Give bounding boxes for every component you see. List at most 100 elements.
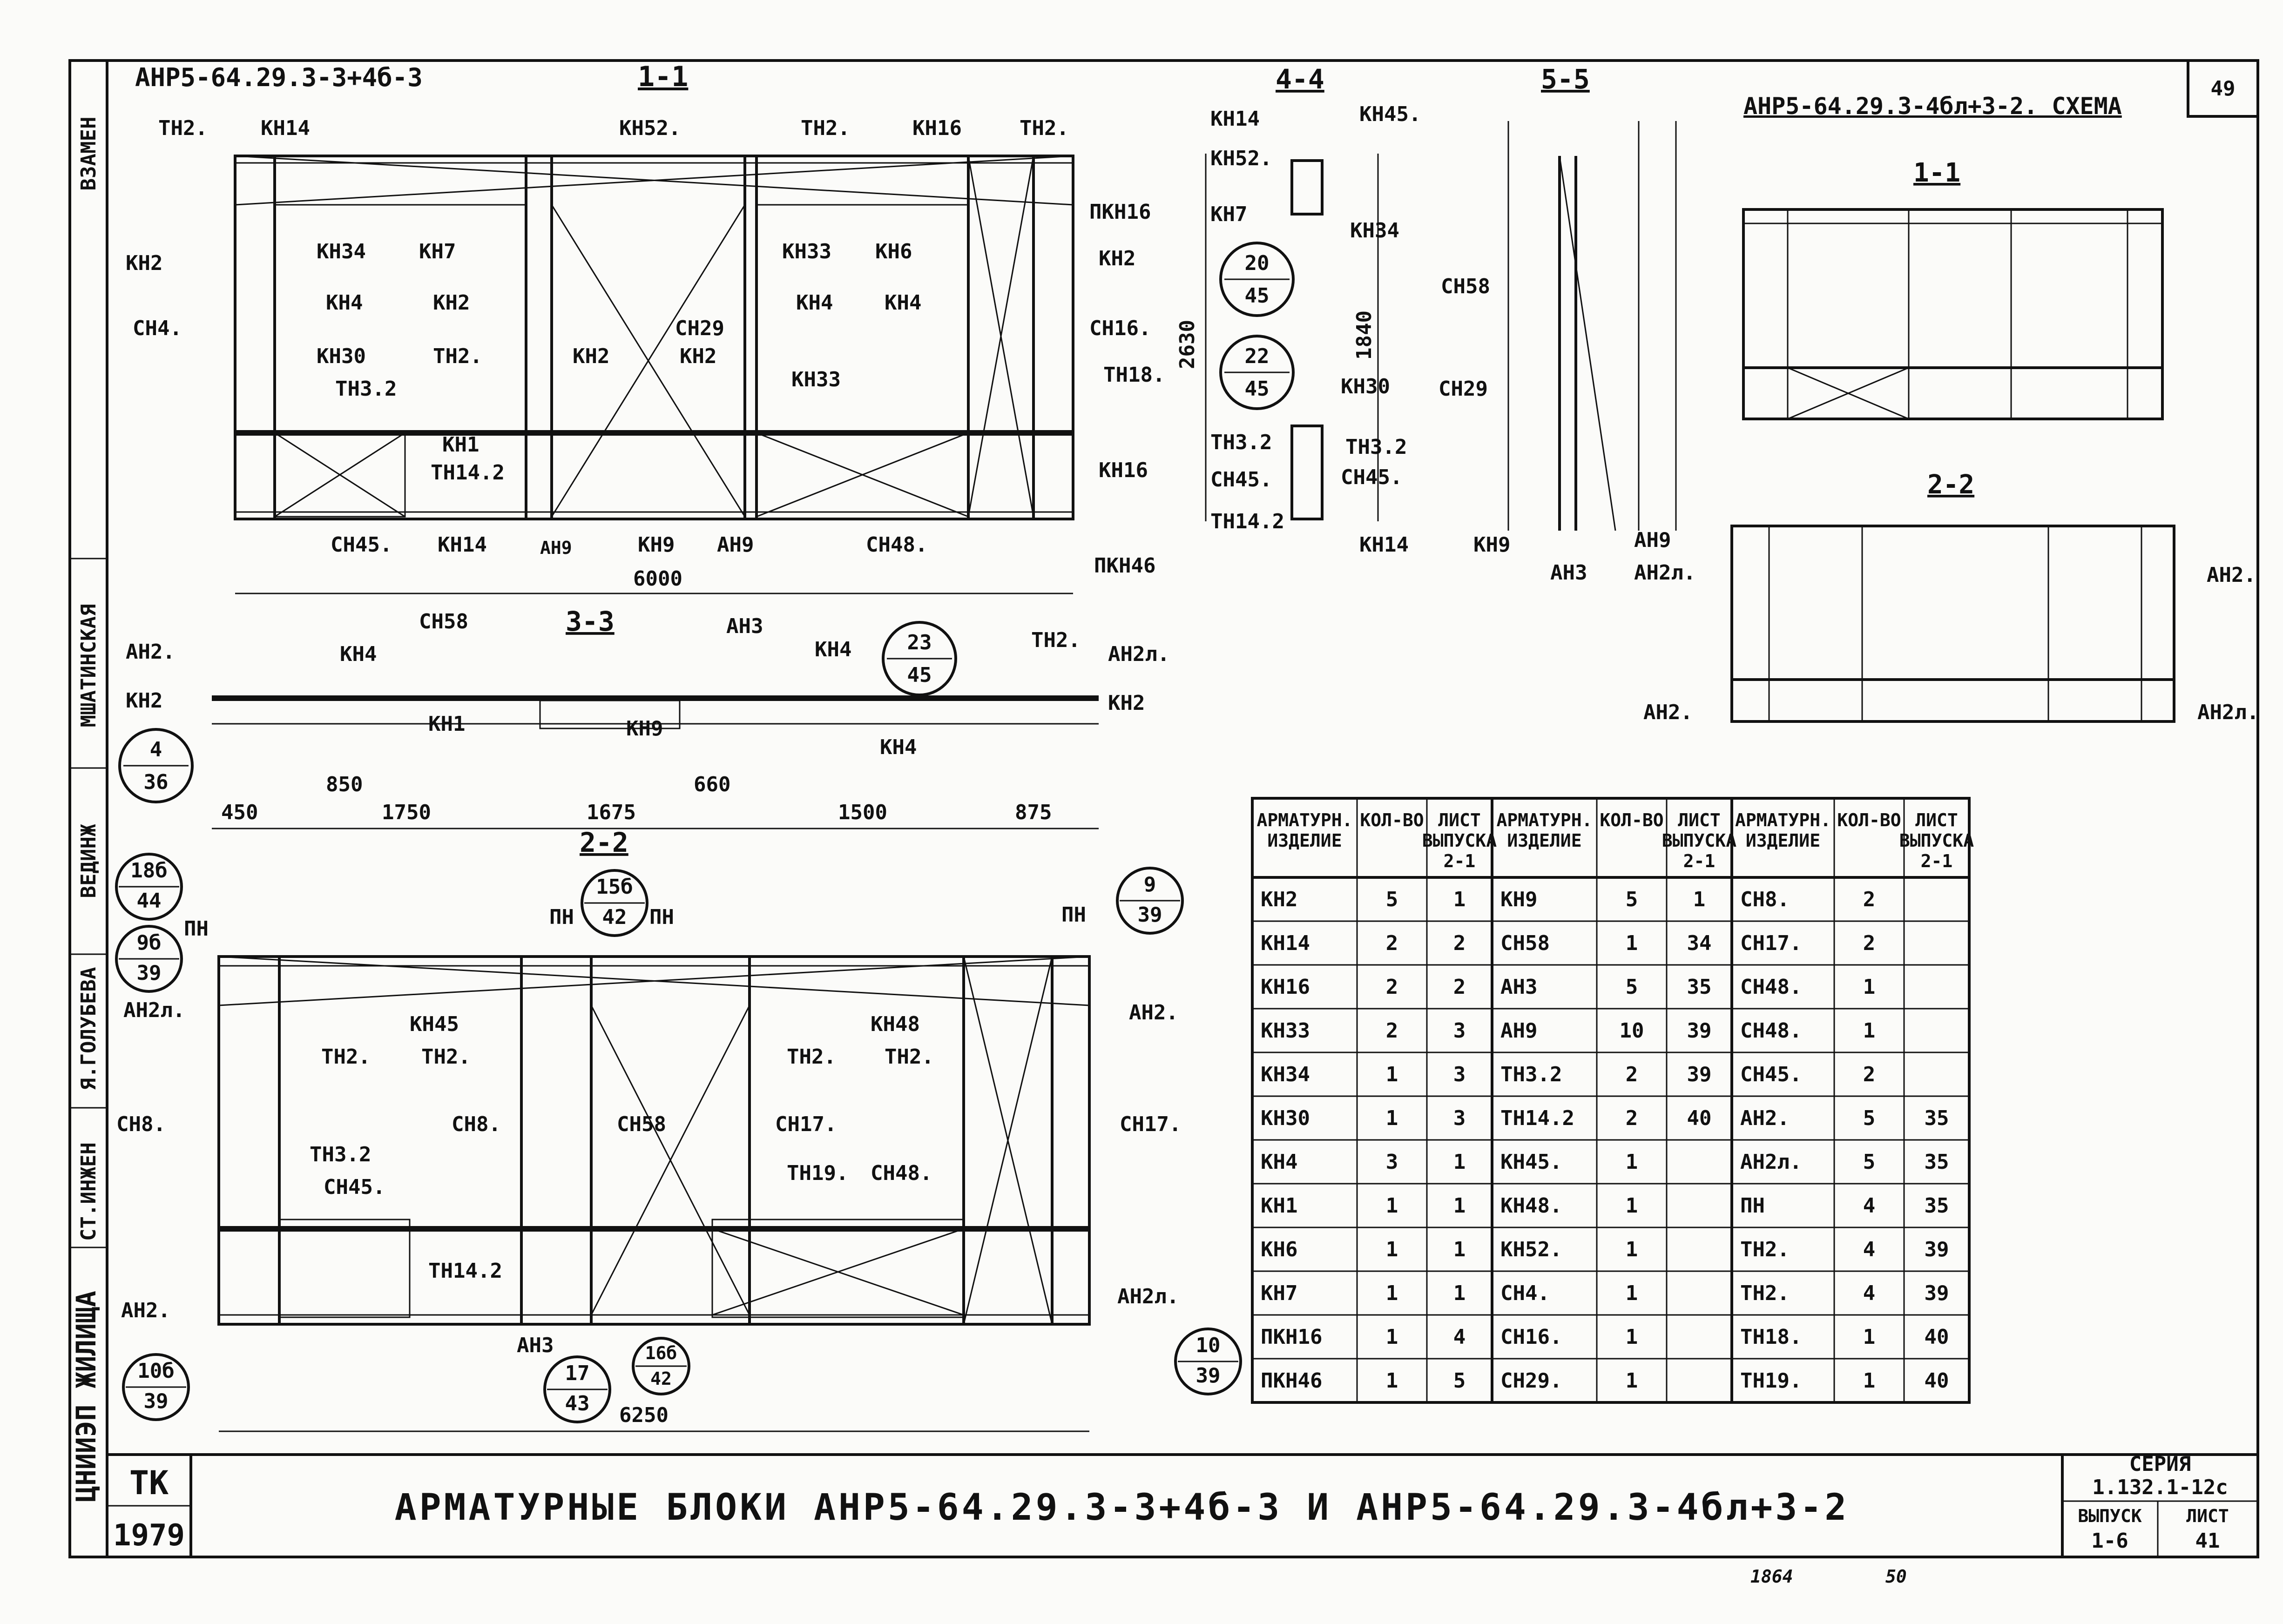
lbl-pn-b: ПН [549, 905, 574, 929]
table-cell: СН17. [1740, 931, 1802, 955]
table-cell: 4 [1863, 1238, 1876, 1261]
lbl-kn4-d: КН4 [340, 642, 377, 666]
table-header-cell: ЛИСТ [1915, 810, 1958, 830]
lbl-kn34-b: КН34 [1350, 219, 1399, 243]
lbl-kn52: КН52. [619, 116, 681, 140]
lbl-th2-g: ТН2. [421, 1045, 471, 1069]
table-cell: ТН18. [1740, 1325, 1802, 1349]
table-cell: КН30 [1261, 1106, 1310, 1130]
table-cell: ТН2. [1740, 1281, 1790, 1305]
lbl-kn30-a: КН30 [317, 344, 366, 368]
table-cell: КН45. [1500, 1150, 1562, 1174]
lbl-an2l-d: АН2л. [1117, 1285, 1179, 1308]
lbl-th2-e: ТН2. [1031, 628, 1081, 652]
lbl-kn4-c: КН4 [885, 291, 921, 315]
table-cell: 1 [1386, 1106, 1398, 1130]
table-cell: 1 [1863, 1019, 1876, 1043]
table-header-cell: КОЛ-ВО [1600, 810, 1663, 830]
table-cell: 34 [1687, 931, 1712, 955]
lbl-cn48-b: СН48. [871, 1161, 932, 1185]
lbl-kn34: КН34 [317, 240, 366, 263]
lbl-cn17-b: СН17. [1120, 1112, 1181, 1136]
tk-year: 1979 [113, 1518, 185, 1553]
table-cell: ТН2. [1740, 1238, 1790, 1261]
table-cell: 1 [1453, 1194, 1466, 1218]
lbl-pn-c: ПН [649, 905, 674, 929]
lbl-cn58-b: СН58 [419, 610, 468, 633]
lbl-cn58-c: СН58 [617, 1112, 666, 1136]
lbl-th142-a: ТН14.2 [431, 461, 505, 485]
table-header-cell: АРМАТУРН. [1735, 810, 1831, 830]
table-cell: КН34 [1261, 1063, 1310, 1086]
section-2-2-title: 2-2 [580, 827, 628, 858]
lbl-cn45-c: СН45. [1341, 465, 1402, 489]
table-cell: СН29. [1500, 1369, 1562, 1393]
lbl-th32-d: ТН3.2 [310, 1143, 371, 1166]
section-1-1-title: 1-1 [638, 61, 688, 93]
callout-9-39: 939 [1116, 867, 1184, 935]
lbl-cn29-b: СН29 [1439, 377, 1488, 401]
lbl-kn14-d: КН14 [1359, 533, 1409, 557]
table-cell: 1 [1453, 1238, 1466, 1261]
callout-4-36: 436 [118, 728, 194, 803]
section-5-5-title: 5-5 [1541, 63, 1590, 95]
lbl-kn9-c: КН9 [626, 717, 663, 741]
dim-875: 875 [1015, 801, 1052, 824]
table-cell: КН7 [1261, 1281, 1297, 1305]
table-cell: АН2. [1740, 1106, 1790, 1130]
lbl-cn45-b: СН45. [1210, 468, 1272, 492]
lbl-th2-i: ТН2. [885, 1045, 934, 1069]
stamp-zam: ВЗАМЕН [77, 117, 101, 191]
section-4-4-title: 4-4 [1276, 63, 1324, 95]
lbl-an2l-a: АН2л. [1634, 561, 1695, 585]
title-block: ТК 1979 АРМАТУРНЫЕ БЛОКИ АНР5-64.29.3-3+… [107, 1452, 2258, 1587]
lbl-th19: ТН19. [787, 1161, 848, 1185]
table-header-cell: АРМАТУРН. [1257, 810, 1353, 830]
table-cell: 40 [1687, 1106, 1712, 1130]
table-cell: СН48. [1740, 975, 1802, 999]
table-header-cell: 2-1 [1921, 851, 1953, 871]
table-cell: 2 [1863, 888, 1876, 911]
svg-text:45: 45 [907, 663, 932, 687]
bottom-number-2: 50 [1885, 1566, 1907, 1587]
lbl-kn2-g: КН2 [1108, 691, 1145, 715]
lbl-an2-b: АН2. [1129, 1001, 1178, 1024]
table-cell: 4 [1863, 1281, 1876, 1305]
lbl-kn14-a: КН14 [261, 116, 310, 140]
svg-text:16б: 16б [645, 1343, 677, 1363]
lbl-kn33-b: КН33 [791, 368, 841, 391]
side-stamp: ВЗАМЕН МШАТИНСКАЯ ВЕДИНЖ Я.ГОЛУБЕВА СТ.И… [70, 117, 107, 1502]
lbl-pn-d: ПН [1061, 903, 1086, 927]
view-1-1: АНР5-64.29.3-3+4б-3 1-1 6000 2630 ТН2. К… [126, 61, 1207, 594]
main-title: АНР5-64.29.3-3+4б-3 [135, 63, 423, 92]
table-cell: ТН19. [1740, 1369, 1802, 1393]
table-cell: КН14 [1261, 931, 1310, 955]
lbl-kn9-a: КН9 [638, 533, 675, 557]
lbl-kn6: КН6 [875, 240, 912, 263]
table-cell: 3 [1386, 1150, 1398, 1174]
svg-text:10: 10 [1196, 1334, 1221, 1357]
stamp-role-2: ВЕДИНЖ [77, 824, 101, 898]
svg-text:39: 39 [144, 1389, 169, 1413]
svg-text:20: 20 [1245, 251, 1270, 275]
bottom-number-1: 1864 [1750, 1566, 1793, 1587]
lbl-kn52-b: КН52. [1210, 147, 1272, 170]
table-cell: 2 [1863, 1063, 1876, 1086]
lbl-kn45-b: КН45 [410, 1012, 459, 1036]
table-cell: 1 [1453, 888, 1466, 911]
table-cell: АН3 [1500, 975, 1537, 999]
table-cell: АН9 [1500, 1019, 1537, 1043]
table-cell: СН16. [1500, 1325, 1562, 1349]
lbl-an3-b: АН3 [726, 614, 763, 638]
svg-text:4: 4 [150, 738, 162, 761]
table-cell: КН52. [1500, 1238, 1562, 1261]
table-cell: 1 [1863, 1325, 1876, 1349]
lbl-kn48-b: КН48 [871, 1012, 920, 1036]
svg-text:42: 42 [650, 1368, 672, 1389]
